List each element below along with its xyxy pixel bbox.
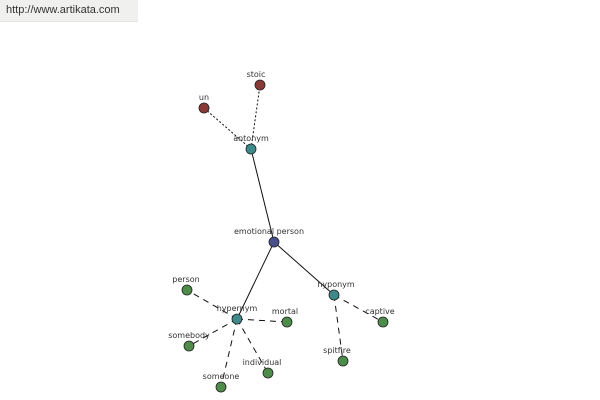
edge-hypernym-somebody — [188, 318, 238, 347]
node-spitfire-dot[interactable] — [337, 355, 349, 367]
node-captive-dot[interactable] — [377, 316, 389, 328]
edge-hyponym-captive — [333, 294, 384, 323]
edge-center-hyponym — [273, 241, 335, 296]
node-spitfire[interactable]: spitfire — [323, 346, 351, 367]
edge-center-antonym — [250, 148, 275, 243]
edge-hypernym-person — [186, 289, 238, 320]
node-person[interactable]: person — [172, 275, 200, 296]
site-url-text[interactable]: http://www.artikata.com — [6, 4, 120, 16]
node-hyponym[interactable]: hyponym — [317, 280, 355, 301]
node-captive-label: captive — [365, 307, 394, 316]
node-spitfire-label: spitfire — [323, 346, 351, 355]
node-center[interactable]: emotional person — [234, 227, 304, 248]
node-somebody-label: somebody — [168, 331, 210, 340]
node-person-dot[interactable] — [181, 284, 193, 296]
node-hyponym-label: hyponym — [317, 280, 355, 289]
node-person-label: person — [172, 275, 199, 284]
node-somebody-dot[interactable] — [183, 340, 195, 352]
node-mortal[interactable]: mortal — [272, 307, 298, 328]
node-un-dot[interactable] — [198, 102, 210, 114]
node-center-label: emotional person — [234, 227, 304, 236]
edge-hyponym-spitfire — [333, 294, 344, 362]
node-captive[interactable]: captive — [365, 307, 395, 328]
node-center-dot[interactable] — [268, 236, 280, 248]
node-antonym[interactable]: antonym — [233, 134, 269, 155]
node-individual[interactable]: individual — [243, 358, 282, 379]
node-hypernym[interactable]: hypernym — [217, 304, 258, 325]
node-mortal-dot[interactable] — [281, 316, 293, 328]
node-hypernym-dot[interactable] — [231, 313, 243, 325]
edge-hypernym-someone — [220, 318, 238, 388]
node-stoic-dot[interactable] — [254, 79, 266, 91]
node-individual-dot[interactable] — [262, 367, 274, 379]
edge-antonym-stoic — [250, 84, 261, 150]
node-individual-label: individual — [243, 358, 282, 367]
node-someone-dot[interactable] — [215, 381, 227, 393]
node-someone-label: someone — [203, 372, 240, 381]
node-stoic[interactable]: stoic — [247, 70, 266, 91]
edge-hypernym-mortal — [236, 318, 288, 323]
node-stoic-label: stoic — [247, 70, 266, 79]
node-mortal-label: mortal — [272, 307, 298, 316]
node-hyponym-dot[interactable] — [328, 289, 340, 301]
node-un-label: un — [199, 93, 209, 102]
node-un[interactable]: un — [198, 93, 210, 114]
node-antonym-dot[interactable] — [245, 143, 257, 155]
node-antonym-label: antonym — [233, 134, 269, 143]
node-hypernym-label: hypernym — [217, 304, 258, 313]
edge-center-hypernym — [236, 241, 275, 320]
url-banner: http://www.artikata.com — [0, 0, 138, 22]
node-someone[interactable]: someone — [203, 372, 240, 393]
node-somebody[interactable]: somebody — [168, 331, 210, 352]
